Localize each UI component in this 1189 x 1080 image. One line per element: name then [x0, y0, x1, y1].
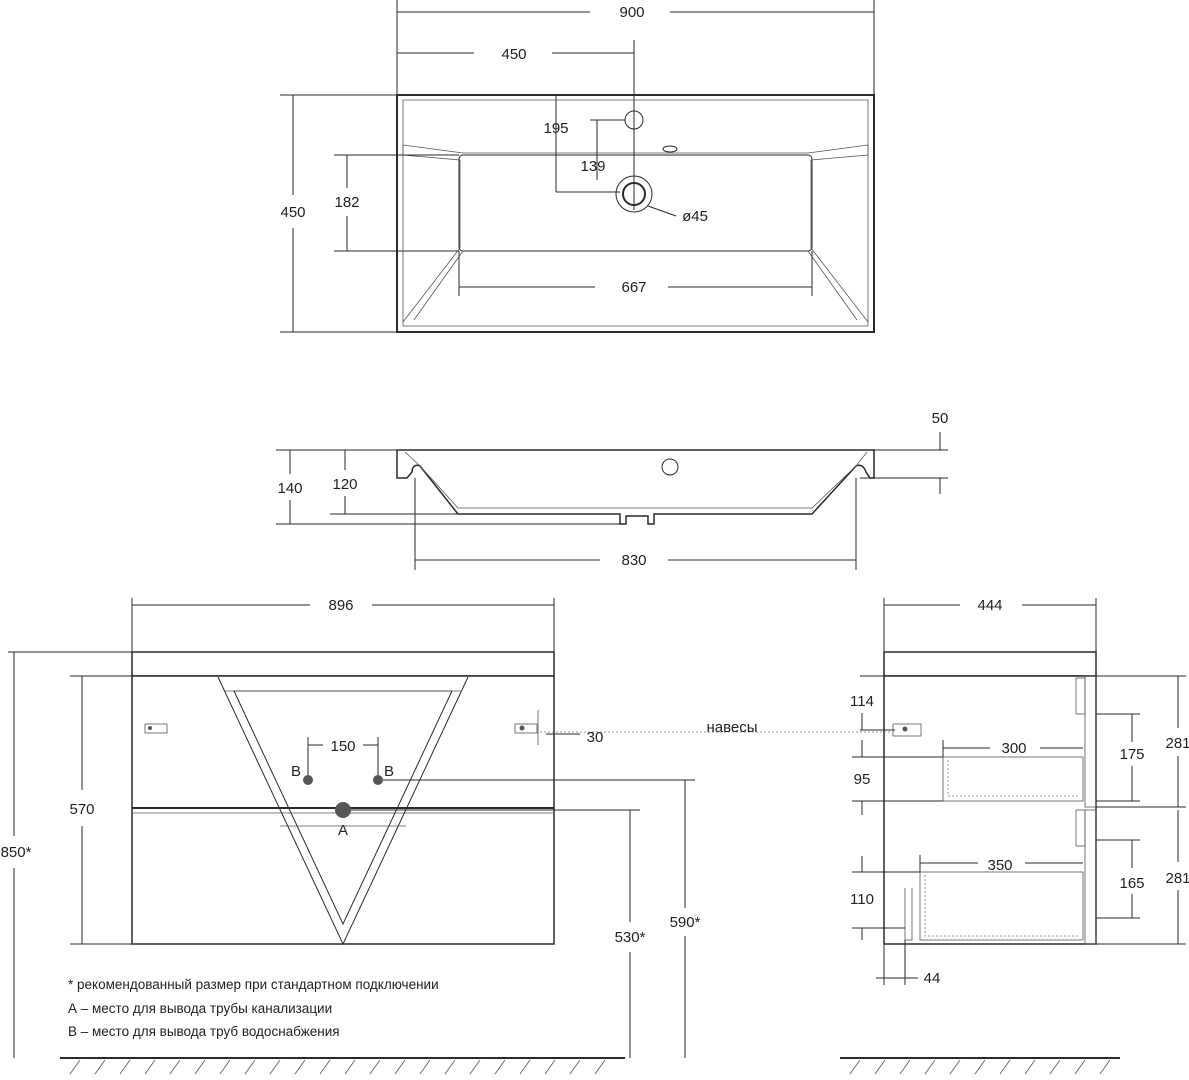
side-view: навесы 444 114 300 95 175 281: [540, 597, 1189, 1075]
dim-bowl-bottom-width: 830: [621, 552, 646, 569]
marker-b-left: B: [291, 763, 301, 780]
dim-lower-drawer-height: 110: [850, 891, 874, 908]
dim-upper-front-height: 281: [1165, 735, 1189, 752]
note-supply: В – место для вывода труб водоснабжения: [68, 1024, 340, 1039]
note-drain: А – место для вывода трубы канализации: [68, 1001, 332, 1016]
overflow-hole: [661, 458, 679, 476]
dim-depth: 450: [280, 204, 305, 221]
drain-point: [335, 802, 351, 818]
side-cabinet: [883, 675, 1097, 945]
dim-hanger-height: 114: [850, 693, 874, 710]
dim-drain-height: 530*: [615, 929, 646, 946]
dim-lower-front-height: 281: [1165, 870, 1189, 887]
dim-rim-height: 50: [932, 410, 949, 427]
hanger-right: [514, 723, 538, 734]
marker-b-right: B: [384, 763, 394, 780]
dim-bowl-height: 120: [332, 476, 357, 493]
dim-upper-drawer-depth: 300: [1001, 740, 1026, 757]
dim-upper-drawer-height: 95: [854, 771, 871, 788]
note-recommended: * рекомендованный размер при стандартном…: [68, 977, 439, 992]
dim-overall-height: 140: [277, 480, 302, 497]
dim-supply-height: 590*: [670, 914, 701, 931]
dim-overall-width: 900: [619, 4, 644, 21]
front-view: 30 B B A 150 896 570 850* 530*: [1, 597, 701, 1075]
marker-a: A: [338, 822, 348, 839]
bowl-left-edge: [402, 145, 461, 323]
dim-lower-front-inner: 165: [1119, 875, 1144, 892]
supply-point-left: [303, 775, 313, 785]
hanger-label: навесы: [706, 719, 757, 736]
dim-cabinet-height: 570: [69, 801, 94, 818]
dim-hanger-offset: 30: [587, 729, 604, 746]
dim-half-width: 450: [501, 46, 526, 63]
dim-plinth-offset: 44: [924, 970, 941, 987]
dim-drain-offset: 139: [580, 158, 605, 175]
dim-total-height: 850*: [1, 844, 32, 861]
overflow-slot: [662, 145, 678, 153]
upper-front: [1084, 675, 1097, 808]
dim-bowl-width: 667: [621, 279, 646, 296]
section-view: 50 140 120 830: [276, 410, 948, 570]
dim-bowl-depth: 182: [334, 194, 359, 211]
floor-hatch-side: [849, 1059, 1111, 1075]
dim-lower-drawer-depth: 350: [987, 857, 1012, 874]
basin-outline: [396, 94, 875, 333]
bowl-right-edge: [810, 145, 869, 323]
upper-drawer: [942, 756, 1084, 802]
floor-hatch-front: [69, 1059, 606, 1075]
bowl-floor: [458, 154, 813, 252]
lower-front: [1084, 809, 1097, 945]
basin-section: [396, 449, 875, 525]
top-view: 900 450 450 195 139 182 667 ø45: [280, 0, 875, 333]
dim-tap-offset: 195: [543, 120, 568, 137]
dim-side-depth: 444: [977, 597, 1002, 614]
dim-drain-diameter: ø45: [682, 208, 708, 225]
notes: * рекомендованный размер при стандартном…: [68, 977, 439, 1039]
countertop: [131, 651, 555, 677]
dim-pipe-spacing: 150: [330, 738, 355, 755]
side-countertop: [883, 651, 1097, 677]
supply-point-right: [373, 775, 383, 785]
dim-upper-front-inner: 175: [1119, 746, 1144, 763]
lower-drawer: [919, 871, 1084, 941]
bowl-back-edge: [402, 144, 869, 154]
v-decor-outer: [217, 676, 469, 946]
dim-top-width: 896: [328, 597, 353, 614]
hanger-left: [144, 723, 168, 734]
